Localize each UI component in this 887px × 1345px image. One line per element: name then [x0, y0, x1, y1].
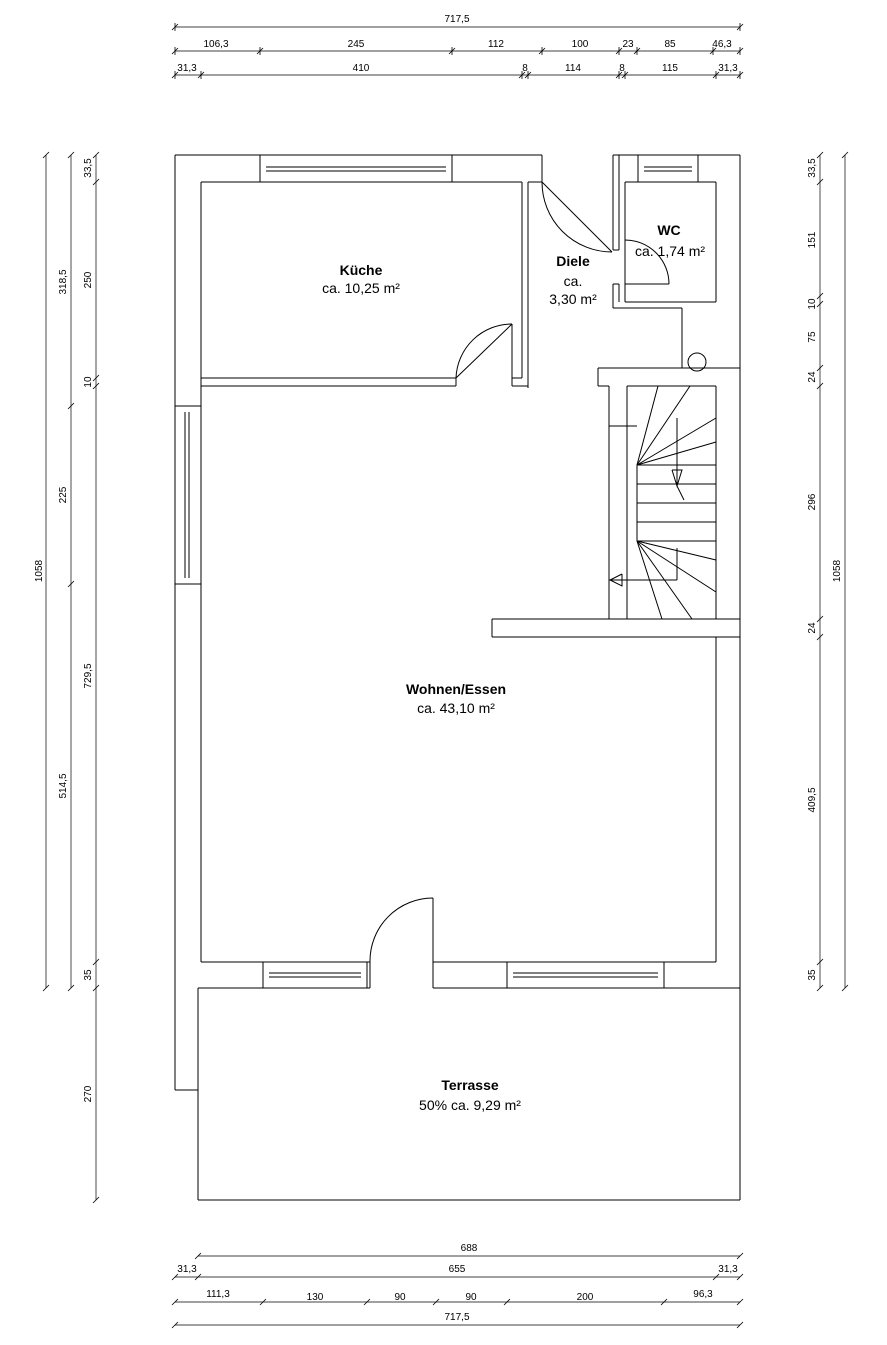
dim-bottom-row1: 688	[461, 1243, 478, 1254]
room-name-kueche: Küche	[340, 262, 383, 278]
room-area-wohnen: ca. 43,10 m²	[417, 700, 495, 716]
dim-top-row3: 115	[662, 63, 678, 74]
door-entrance	[541, 181, 613, 253]
window-kitchen	[259, 154, 453, 183]
dim-left-inner: 250	[83, 271, 94, 288]
window-terrace-left	[262, 961, 368, 989]
dim-top-row2: 23	[622, 39, 634, 50]
dim-top-row3: 114	[565, 63, 581, 74]
dim-right-inner: 24	[807, 371, 818, 383]
dim-top-row3: 8	[522, 63, 528, 74]
room-labels: Küche ca. 10,25 m² Diele ca. 3,30 m² WC …	[322, 222, 705, 1113]
dim-top-row2: 46,3	[712, 39, 732, 50]
dim-top-row2: 100	[572, 39, 589, 50]
dim-left-inner: 33,5	[83, 158, 94, 178]
dim-right-inner: 33,5	[807, 158, 818, 178]
dim-right-inner: 24	[807, 622, 818, 634]
dim-top-row3: 8	[619, 63, 625, 74]
dim-bottom-row2: 31,3	[718, 1264, 738, 1275]
door-wc	[624, 239, 670, 285]
dim-bottom-row3: 90	[394, 1292, 406, 1303]
staircase	[608, 352, 717, 620]
dim-bottom-row3: 200	[577, 1292, 594, 1303]
window-terrace-right	[506, 961, 665, 989]
dim-left-inner: 35	[83, 969, 94, 981]
dim-left-inner: 270	[83, 1085, 94, 1102]
dim-bottom-row2: 655	[449, 1264, 466, 1275]
dimension-lines	[45, 26, 846, 1326]
dim-right-inner: 151	[807, 231, 818, 248]
windows	[174, 154, 699, 989]
dim-left-mid: 514,5	[58, 773, 69, 798]
room-name-diele: Diele	[556, 253, 590, 269]
dim-bottom-row3: 96,3	[693, 1289, 713, 1300]
door-kitchen	[455, 323, 513, 379]
room-area-diele-line2: 3,30 m²	[549, 291, 597, 307]
dimension-ticks	[42, 23, 849, 1329]
dimension-labels: 717,5 106,3 245 112 100 23 85 46,3 31,3 …	[34, 14, 843, 1323]
dim-top-row2: 112	[488, 39, 504, 50]
dim-top-row3: 31,3	[718, 63, 738, 74]
dim-right-inner: 409,5	[807, 787, 818, 812]
dim-top-row3: 410	[353, 63, 370, 74]
interior-walls	[201, 155, 740, 638]
dim-top-row3: 31,3	[177, 63, 197, 74]
dim-left-mid: 225	[58, 486, 69, 503]
dim-bottom-total: 717,5	[444, 1312, 469, 1323]
dim-right-inner: 35	[807, 969, 818, 981]
room-name-wohnen: Wohnen/Essen	[406, 681, 506, 697]
dim-left-mid: 318,5	[58, 269, 69, 294]
doors	[369, 181, 670, 963]
outer-walls	[174, 154, 741, 1091]
dim-right-inner: 10	[807, 298, 818, 310]
dim-bottom-row3: 130	[307, 1292, 324, 1303]
dim-right-outer: 1058	[832, 559, 843, 582]
dim-top-row2: 245	[348, 39, 365, 50]
room-area-diele-line1: ca.	[564, 273, 583, 289]
dim-bottom-row3: 111,3	[206, 1289, 230, 1300]
dim-top-row2: 106,3	[203, 39, 228, 50]
terrace	[197, 988, 741, 1201]
door-terrace	[369, 897, 434, 963]
dim-right-inner: 75	[807, 331, 818, 343]
dim-left-inner: 10	[83, 376, 94, 388]
dim-top-total: 717,5	[444, 14, 469, 25]
dim-bottom-row2: 31,3	[177, 1264, 197, 1275]
room-area-kueche: ca. 10,25 m²	[322, 280, 400, 296]
dim-right-inner: 296	[807, 493, 818, 510]
dim-top-row2: 85	[664, 39, 676, 50]
window-wc	[637, 154, 699, 183]
window-living-left	[174, 405, 202, 585]
room-name-wc: WC	[657, 222, 680, 238]
room-name-terrasse: Terrasse	[441, 1077, 499, 1093]
dim-left-inner: 729,5	[83, 663, 94, 688]
dim-left-outer: 1058	[34, 559, 45, 582]
dim-bottom-row3: 90	[465, 1292, 477, 1303]
room-area-terrasse: 50% ca. 9,29 m²	[419, 1097, 521, 1113]
room-area-wc: ca. 1,74 m²	[635, 243, 705, 259]
